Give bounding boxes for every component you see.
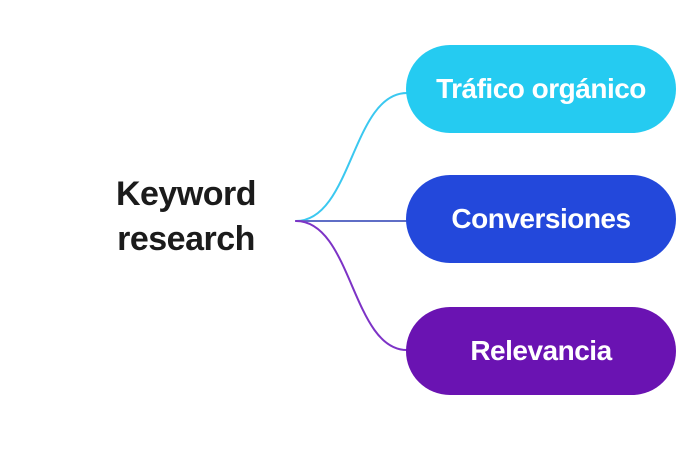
node-label-conversiones: Conversiones — [451, 203, 631, 234]
connector-relevancia — [295, 220, 408, 351]
connector-trafico-organico — [295, 92, 408, 222]
node-label-relevancia: Relevancia — [470, 335, 612, 366]
node-conversiones: Conversiones — [406, 175, 676, 263]
node-label-trafico-organico: Tráfico orgánico — [436, 73, 646, 104]
node-relevancia: Relevancia — [406, 307, 676, 395]
node-trafico-organico: Tráfico orgánico — [406, 45, 676, 133]
root-node-label: Keyword research — [115, 175, 257, 258]
